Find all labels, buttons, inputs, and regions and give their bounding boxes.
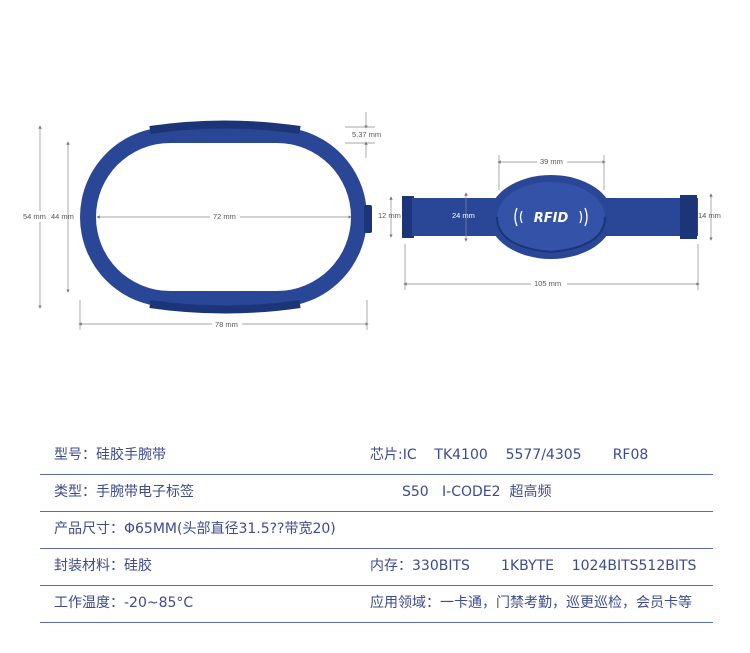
spec-table: 型号：硅胶手腕带 芯片:IC TK4100 5577/4305 RF08 类型：… [40, 438, 713, 623]
dim-height-inner: 44 mm [51, 212, 74, 221]
dim-strap-left: 12 mm [378, 211, 401, 220]
dim-head-height: 24 mm [452, 211, 475, 220]
dim-height-outer: 54 mm [23, 212, 46, 221]
product-dimension-drawing: 54 mm 44 mm 72 mm 78 mm 5.37 mm RFID 39 [20, 112, 721, 330]
spec-temperature: 工作温度：-20~85°C [54, 595, 194, 611]
spec-size: 产品尺寸：Φ65MM(头部直径31.5??带宽20) [54, 521, 336, 537]
rfid-logo: RFID [534, 211, 569, 226]
spec-row: 封装材料：硅胶 内存：330BITS 1KBYTE 1024BITS512BIT… [40, 549, 713, 586]
spec-row: 型号：硅胶手腕带 芯片:IC TK4100 5577/4305 RF08 [40, 438, 713, 475]
dim-inner-width: 72 mm [213, 212, 236, 221]
dim-width: 78 mm [215, 320, 238, 329]
dim-head-width: 39 mm [540, 157, 563, 166]
spec-material: 封装材料：硅胶 [54, 558, 152, 574]
left-dimension-labels: 54 mm 44 mm 72 mm 78 mm 5.37 mm [20, 130, 381, 329]
right-dimension-lines [389, 155, 713, 290]
spec-row: 工作温度：-20~85°C 应用领域：一卡通，门禁考勤，巡更巡检，会员卡等 [40, 586, 713, 623]
spec-type: 类型：手腕带电子标签 [54, 484, 194, 500]
spec-memory: 内存：330BITS 1KBYTE 1024BITS512BITS [370, 558, 697, 574]
dim-strap-right: 14 mm [698, 211, 721, 220]
spec-model: 型号：硅胶手腕带 [54, 447, 166, 463]
spec-application: 应用领域：一卡通，门禁考勤，巡更巡检，会员卡等 [370, 595, 692, 611]
right-dimension-labels: 39 mm 24 mm 12 mm 14 mm 105 mm [378, 156, 721, 289]
dim-length: 105 mm [534, 279, 561, 288]
spec-chip: 芯片:IC TK4100 5577/4305 RF08 [370, 447, 649, 463]
dim-top-thickness: 5.37 mm [352, 130, 381, 139]
spec-row: 产品尺寸：Φ65MM(头部直径31.5??带宽20) [40, 512, 713, 549]
left-dimension-lines [38, 112, 375, 330]
spec-row: 类型：手腕带电子标签 S50 I-CODE2 超高频 [40, 475, 713, 512]
wristband-flat-view: RFID [402, 175, 698, 259]
spec-chip-more: S50 I-CODE2 超高频 [402, 484, 552, 500]
